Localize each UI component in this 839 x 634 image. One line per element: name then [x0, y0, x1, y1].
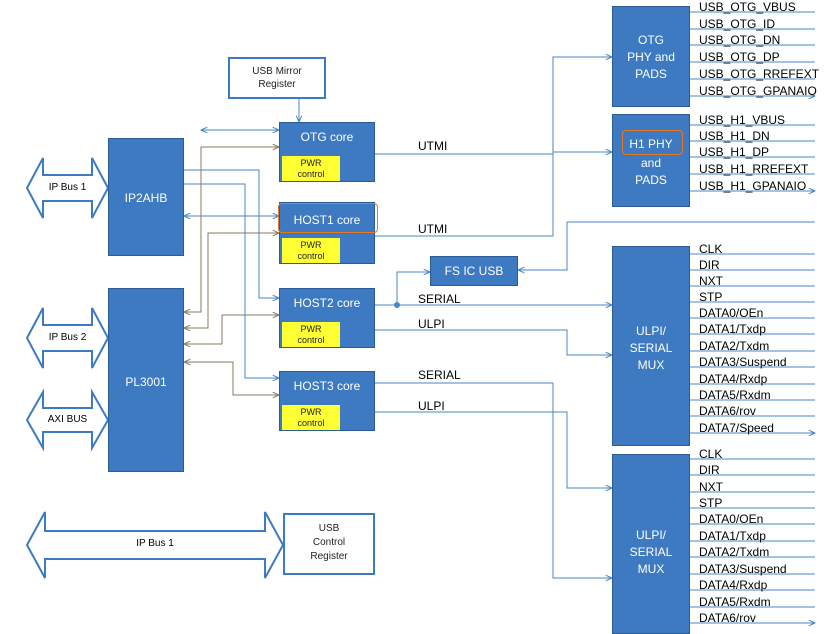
- h1-phy-block: H1 PHY and PADS: [612, 114, 690, 207]
- host3-pwr-control: PWR control: [282, 405, 340, 430]
- axi-bus-label: AXI BUS: [47, 414, 88, 425]
- ulpi-serial-mux-2-label: ULPI/ SERIAL MUX: [629, 528, 673, 576]
- signal-label: DATA5/Rxdm: [699, 388, 771, 402]
- signal-label: USB_OTG_ID: [699, 17, 776, 31]
- usb-control-register-label: USB Control Register: [310, 523, 348, 562]
- signal-label: DIR: [699, 463, 720, 477]
- host3-core-label: HOST3 core: [293, 379, 361, 393]
- h1-phy-top-label: H1 PHY: [629, 137, 673, 151]
- signal-label: USB_H1_VBUS: [699, 113, 786, 127]
- signal-label: USB_H1_GPANAIO: [699, 179, 807, 193]
- h1-phy-highlight: [622, 130, 683, 155]
- signal-label: DATA5/Rxdm: [699, 595, 771, 609]
- serial-host3-label: SERIAL: [418, 368, 461, 382]
- ip-bus-2-label: IP Bus 2: [48, 332, 87, 343]
- signal-label: STP: [699, 290, 723, 304]
- signal-label: USB_OTG_DP: [699, 50, 780, 64]
- host1-core-block: HOST1 core PWR control: [279, 202, 375, 264]
- signal-label: DATA1/Txdp: [699, 529, 766, 543]
- signal-label: DATA2/Txdm: [699, 545, 770, 559]
- usb-mirror-register-box: USB Mirror Register: [228, 57, 326, 99]
- ip-bus-1-top-label: IP Bus 1: [48, 182, 87, 193]
- signal-label: CLK: [699, 242, 723, 256]
- ulpi-serial-mux-1-label: ULPI/ SERIAL MUX: [629, 324, 673, 372]
- signal-label: USB_H1_DN: [699, 129, 770, 143]
- host1-pwr-control: PWR control: [282, 238, 340, 263]
- signal-label: USB_OTG_GPANAIO: [699, 84, 817, 98]
- host1-core-highlight: [278, 203, 378, 233]
- ulpi-serial-mux-1: ULPI/ SERIAL MUX: [612, 246, 690, 446]
- host3-core-block: HOST3 core PWR control: [279, 371, 375, 431]
- signal-label: DATA0/OEn: [699, 306, 764, 320]
- host2-core-block: HOST2 core PWR control: [279, 288, 375, 348]
- utmi-host1-label: UTMI: [418, 222, 448, 236]
- otg-core-label: OTG core: [300, 130, 354, 144]
- signal-label: CLK: [699, 447, 723, 461]
- usb-mirror-register-label: USB Mirror Register: [252, 66, 302, 90]
- otg-phy-label: OTG PHY and PADS: [627, 33, 675, 81]
- signal-label: DATA2/Txdm: [699, 339, 770, 353]
- ulpi-host3-label: ULPI: [418, 399, 445, 413]
- signal-label: DATA6/rov: [699, 611, 756, 625]
- signal-label: DATA3/Suspend: [699, 355, 787, 369]
- signal-label: DATA7/Speed: [699, 421, 774, 435]
- utmi-otg-label: UTMI: [418, 139, 448, 153]
- signal-label: USB_H1_DP: [699, 145, 770, 159]
- signal-label: DATA1/Txdp: [699, 322, 766, 336]
- fsic-usb-block: FS IC USB: [430, 256, 518, 286]
- h1-phy-bottom-label: and PADS: [635, 156, 667, 187]
- otg-phy-block: OTG PHY and PADS: [612, 6, 690, 107]
- usb-control-register-box: USB Control Register: [283, 513, 375, 575]
- ulpi-host2-label: ULPI: [418, 317, 445, 331]
- ip2ahb-label: IP2AHB: [124, 191, 168, 205]
- signal-label: USB_OTG_VBUS: [699, 0, 796, 14]
- ulpi-serial-mux-2: ULPI/ SERIAL MUX: [612, 454, 690, 634]
- signal-label: DATA4/Rxdp: [699, 578, 768, 592]
- fsic-usb-label: FS IC USB: [444, 264, 504, 278]
- pl3001-label: PL3001: [125, 375, 167, 389]
- otg-core-block: OTG core PWR control: [279, 122, 375, 182]
- signal-label: USB_H1_RREFEXT: [699, 162, 809, 176]
- pl3001-block: PL3001: [108, 288, 184, 472]
- host2-pwr-control: PWR control: [282, 322, 340, 347]
- signal-label: USB_OTG_DN: [699, 33, 781, 47]
- otg-pwr-control: PWR control: [282, 156, 340, 181]
- signal-label: NXT: [699, 480, 723, 494]
- host1-core-label: HOST1 core: [293, 213, 361, 227]
- serial-host2-label: SERIAL: [418, 292, 461, 306]
- signal-label: DATA3/Suspend: [699, 562, 787, 576]
- signal-label: DATA0/OEn: [699, 512, 764, 526]
- signal-label: DATA4/Rxdp: [699, 372, 768, 386]
- ip-bus-1-bottom-label: IP Bus 1: [136, 538, 174, 549]
- signal-label: STP: [699, 496, 723, 510]
- signal-label: DATA6/rov: [699, 404, 756, 418]
- signal-label: DIR: [699, 258, 720, 272]
- host2-core-label: HOST2 core: [293, 296, 361, 310]
- ip2ahb-block: IP2AHB: [108, 138, 184, 256]
- signal-label: USB_OTG_RREFEXT: [699, 67, 820, 81]
- signal-label: NXT: [699, 274, 723, 288]
